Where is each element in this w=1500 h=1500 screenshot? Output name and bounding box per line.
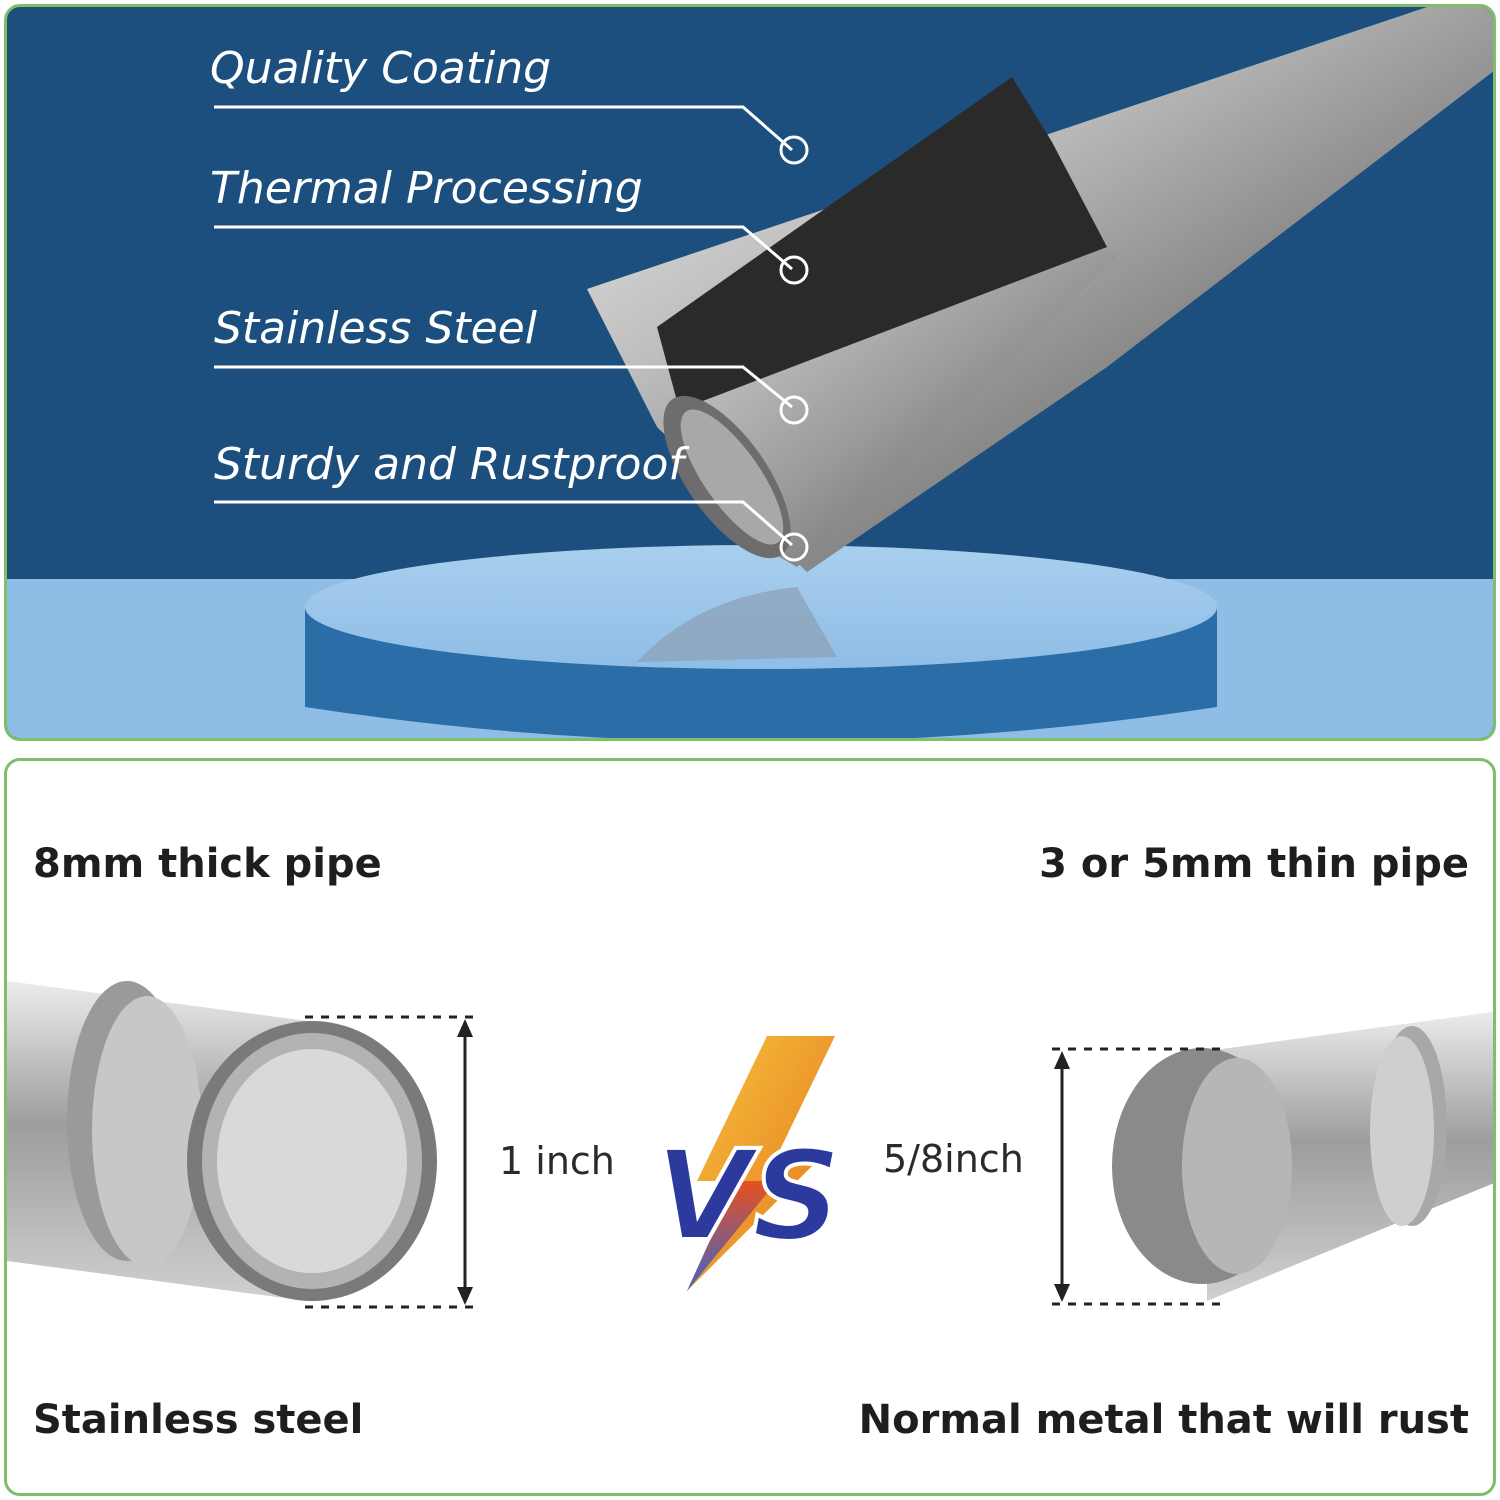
thick-pipe-dimension-label: 1 inch — [499, 1139, 615, 1183]
pipe-illustration — [214, 7, 1493, 738]
thick-pipe-material: Stainless steel — [33, 1397, 364, 1443]
thick-pipe-title: 8mm thick pipe — [33, 841, 382, 887]
comparison-illustration: VS — [7, 981, 1493, 1309]
thick-pipe-dimension — [305, 1015, 475, 1309]
vs-badge-icon: VS — [653, 1036, 844, 1291]
label-stainless-steel: Stainless Steel — [214, 303, 537, 354]
thin-pipe — [1112, 1011, 1493, 1301]
pipe-core-layer — [687, 247, 1117, 567]
thin-pipe-material: Normal metal that will rust — [858, 1397, 1469, 1443]
vs-text: VS — [655, 1124, 842, 1269]
thick-pipe — [7, 981, 437, 1301]
label-quality-coating: Quality Coating — [210, 43, 552, 94]
thin-pipe-dimension-label: 5/8inch — [883, 1137, 1024, 1181]
thin-pipe-title: 3 or 5mm thin pipe — [1039, 841, 1469, 887]
label-thermal-processing: Thermal Processing — [210, 163, 643, 214]
features-panel: Quality Coating Thermal Processing Stain… — [4, 4, 1496, 741]
thin-pipe-dimension — [1052, 1047, 1222, 1306]
leader-lines — [214, 105, 809, 562]
pedestal — [305, 545, 1217, 738]
comparison-panel: VS 8mm thick pipe 3 or 5mm thin pipe 1 i… — [4, 758, 1496, 1496]
label-sturdy-rustproof: Sturdy and Rustproof — [214, 439, 684, 490]
